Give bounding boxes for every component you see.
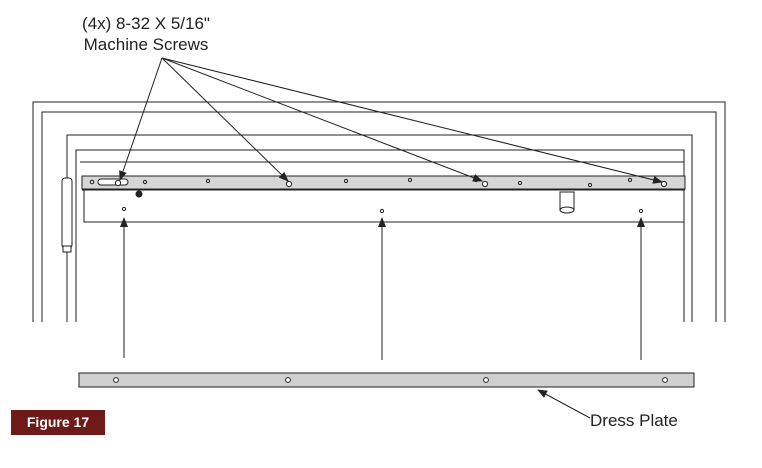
dress-plate-hole <box>662 377 668 383</box>
frame-header-inner-outline <box>75 149 685 322</box>
install-arrows <box>120 217 645 360</box>
machine-screws-name-text: Machine Screws <box>83 35 209 54</box>
rail-top-strip <box>81 175 686 190</box>
screw-leader-4 <box>161 57 663 184</box>
machine-screw-1 <box>114 179 122 187</box>
dress-plate-leader <box>537 389 591 419</box>
screw-leader-1 <box>119 57 163 181</box>
machine-screws-callout: (4x) 8-32 X 5/16" Machine Screws <box>56 13 236 55</box>
rail-hole <box>627 177 633 183</box>
machine-screws-quantity-text: (4x) 8-32 X 5/16" <box>82 14 210 33</box>
rail-body <box>83 189 685 223</box>
dress-plate-callout: Dress Plate <box>590 411 678 430</box>
frame-outer-outline <box>32 101 726 322</box>
frame-header-outline <box>66 134 693 322</box>
pivot-post <box>61 177 73 253</box>
rail-hole <box>89 179 95 185</box>
figure-badge-bg <box>11 410 105 435</box>
dress-plate-bar <box>78 372 695 388</box>
rail-hole <box>587 182 593 188</box>
machine-screw-3 <box>481 180 489 188</box>
rail-hole <box>343 178 349 184</box>
rail-bottom-hole <box>379 208 385 214</box>
dress-plate-hole <box>285 377 291 383</box>
machine-screw-4 <box>660 180 668 188</box>
dress-plate-hole <box>113 377 119 383</box>
pivot-post-body <box>61 177 73 249</box>
rail-hole <box>517 180 523 186</box>
rail-set-screw <box>135 190 143 198</box>
rail-hole <box>142 179 148 185</box>
machine-screw-2 <box>285 180 293 188</box>
dress-plate-hole <box>483 377 489 383</box>
screw-leader-3 <box>161 57 483 182</box>
rail-spacer-cylinder-base <box>559 206 575 214</box>
screw-leader-lines <box>119 57 663 184</box>
rail-hole <box>205 178 211 184</box>
bracket-slot <box>97 178 129 186</box>
rail-hole <box>407 177 413 183</box>
header-rail <box>81 175 686 223</box>
pivot-post-cap <box>62 245 72 253</box>
screw-leader-2 <box>161 57 289 182</box>
rail-bottom-hole <box>121 206 127 212</box>
rail-bottom-hole <box>638 208 644 214</box>
dress-plate <box>78 372 695 388</box>
figure-number-badge: Figure 17 <box>26 414 90 430</box>
